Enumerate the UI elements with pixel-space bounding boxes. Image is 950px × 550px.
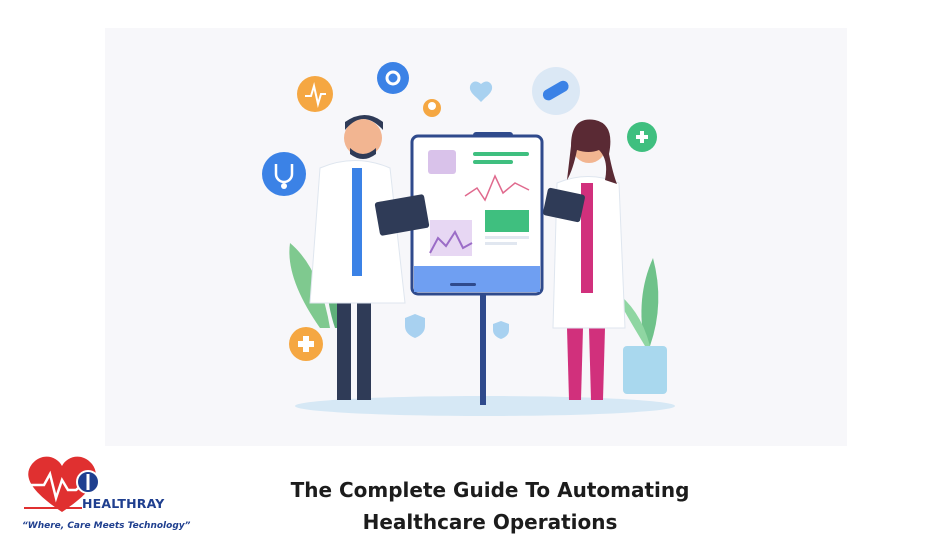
award-icon [423,99,441,117]
plus-icon [627,122,657,152]
gear-icon [377,62,409,94]
female-doctor-illustration [543,119,626,400]
doctors-presentation-illustration [262,62,675,416]
healthray-logo [24,456,100,512]
stethoscope-icon [262,152,306,196]
floor-shadow [295,396,675,416]
hero-illustration [105,28,847,446]
heart-monitor-icon [297,76,333,112]
heart-icon [469,81,493,102]
brand-tagline: “Where, Care Meets Technology” [22,521,191,531]
dashboard-board-illustration [410,132,544,405]
heart-logo-icon [28,456,96,512]
pill-icon [532,67,580,115]
plus-icon [289,327,323,361]
title-line-1: The Complete Guide To Automating [290,478,690,502]
title-line-2: Healthcare Operations [362,510,618,534]
right-plant-illustration [613,258,667,394]
shield-icon [405,314,509,339]
male-doctor-illustration [309,115,430,400]
brand-name: HEALTHRAY [82,496,165,511]
page-title: The Complete Guide To Automating Healthc… [240,474,740,538]
